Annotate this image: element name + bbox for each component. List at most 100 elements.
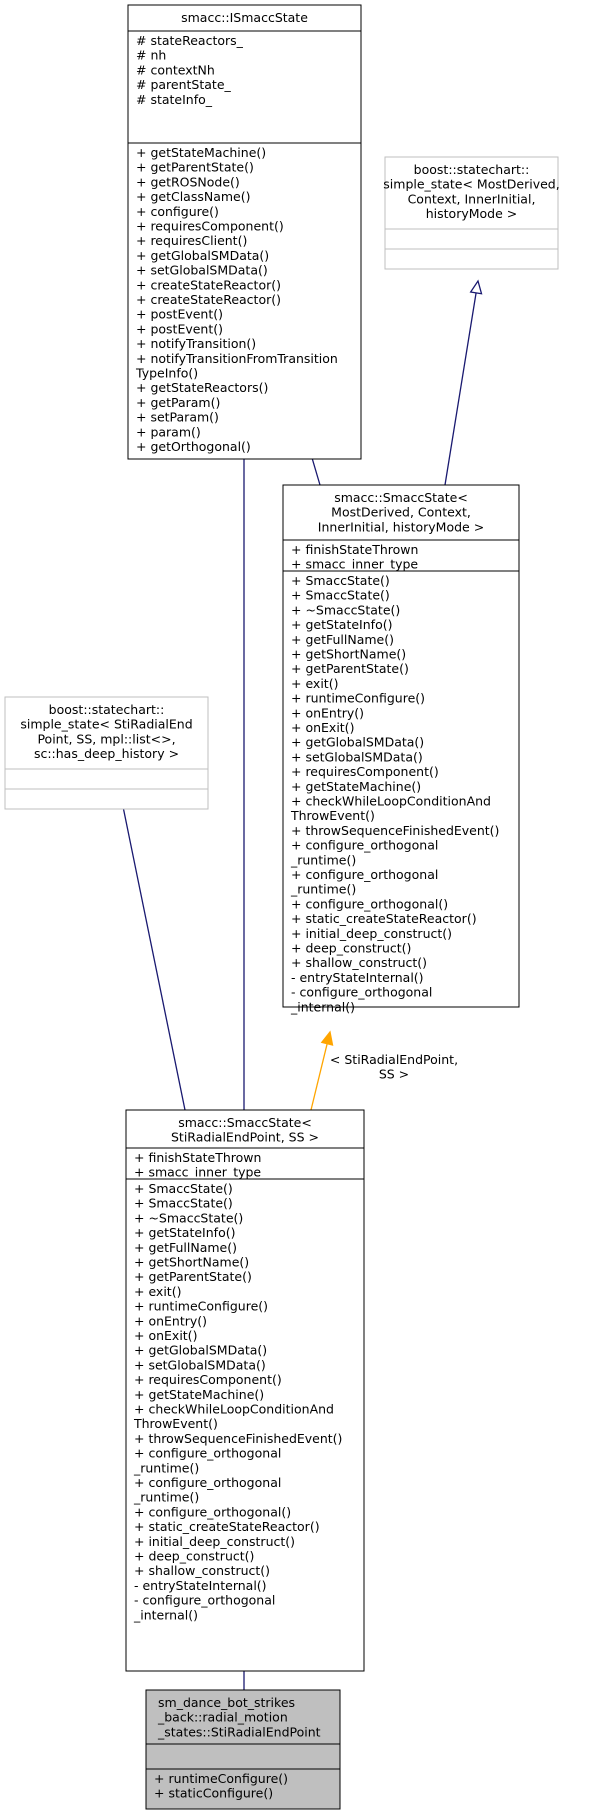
- class-method: + SmaccState(): [134, 1196, 233, 1211]
- class-method: + getOrthogonal(): [136, 439, 251, 454]
- class-method: + notifyTransitionFromTransition: [136, 351, 338, 366]
- class-method: + getStateReactors(): [136, 380, 268, 395]
- class-method: + getParentState(): [134, 1269, 252, 1284]
- class-title-line: Point, SS, mpl::list<>,: [37, 731, 175, 746]
- class-method: + createStateReactor(): [136, 277, 281, 292]
- class-title-line: sc::has_deep_history >: [34, 746, 179, 761]
- class-method: + configure_orthogonal: [134, 1446, 281, 1461]
- class-method: + param(): [136, 424, 201, 439]
- class-method: + notifyTransition(): [136, 336, 256, 351]
- class-title-line: InnerInitial, historyMode >: [318, 519, 484, 534]
- class-method: + requiresComponent(): [291, 764, 439, 779]
- template-argument-label: SS >: [379, 1067, 409, 1082]
- class-method: + getParentState(): [136, 160, 254, 175]
- class-method: + staticConfigure(): [154, 1786, 273, 1801]
- class-node-simple-state-generic[interactable]: boost::statechart::simple_state< MostDer…: [383, 156, 560, 270]
- class-attribute: # stateReactors_: [136, 33, 244, 48]
- class-method: + getStateInfo(): [291, 617, 392, 632]
- class-method: + postEvent(): [136, 307, 223, 322]
- class-box: [145, 1689, 341, 1810]
- class-method: + runtimeConfigure(): [154, 1771, 288, 1786]
- class-attribute: # parentState_: [136, 77, 232, 92]
- class-method: + deep_construct(): [291, 941, 411, 956]
- class-method: + runtimeConfigure(): [291, 691, 425, 706]
- class-method: + configure_orthogonal: [134, 1475, 281, 1490]
- class-method: + shallow_construct(): [291, 955, 427, 970]
- class-method: + getStateMachine(): [291, 779, 421, 794]
- class-title-line: boost::statechart::: [414, 162, 530, 177]
- class-nodes: smacc::ISmaccState# stateReactors_# nh# …: [4, 4, 560, 1810]
- class-method: + setGlobalSMData(): [136, 263, 268, 278]
- class-method: + exit(): [134, 1284, 181, 1299]
- class-title-line: simple_state< MostDerived,: [383, 177, 559, 192]
- class-method: + onEntry(): [134, 1313, 207, 1328]
- class-method: + requiresComponent(): [134, 1372, 282, 1387]
- class-method: + createStateReactor(): [136, 292, 281, 307]
- class-method: ThrowEvent(): [290, 808, 375, 823]
- class-method: + getParentState(): [291, 661, 409, 676]
- class-node-smacc-template[interactable]: smacc::SmaccState<MostDerived, Context,I…: [282, 484, 520, 1014]
- class-method: + getGlobalSMData(): [136, 248, 269, 263]
- class-attribute: # stateInfo_: [136, 92, 213, 107]
- class-title-line: simple_state< StiRadialEnd: [20, 717, 192, 732]
- class-node-ismacc[interactable]: smacc::ISmaccState# stateReactors_# nh# …: [127, 4, 362, 460]
- class-title-line: _back::radial_motion: [157, 1710, 288, 1725]
- class-method: _runtime(): [290, 882, 356, 897]
- class-attribute: + finishStateThrown: [134, 1150, 261, 1165]
- class-method: - configure_orthogonal: [134, 1593, 275, 1608]
- class-method: + SmaccState(): [291, 588, 390, 603]
- class-box: [4, 696, 209, 810]
- edge-sti-to-ismacc: [237, 432, 251, 1110]
- class-method: + configure_orthogonal(): [134, 1504, 291, 1519]
- class-method: + configure(): [136, 204, 219, 219]
- class-method: + checkWhileLoopConditionAnd: [134, 1402, 334, 1417]
- class-title-line: _states::StiRadialEndPoint: [157, 1724, 321, 1739]
- class-method: + deep_construct(): [134, 1549, 254, 1564]
- edge-template-to-simple-state: [444, 279, 483, 486]
- class-title-line: sm_dance_bot_strikes: [158, 1695, 295, 1710]
- class-method: + onExit(): [134, 1328, 197, 1343]
- arrowhead: [320, 1030, 334, 1046]
- class-box: [384, 156, 559, 270]
- class-method: + static_createStateReactor(): [291, 911, 477, 926]
- class-method: + getFullName(): [291, 632, 394, 647]
- class-method: - entryStateInternal(): [134, 1578, 267, 1593]
- class-method: + configure_orthogonal: [291, 838, 438, 853]
- class-node-simple-state-sti[interactable]: boost::statechart::simple_state< StiRadi…: [4, 696, 209, 810]
- class-method: - entryStateInternal(): [291, 970, 424, 985]
- class-method: + setParam(): [136, 410, 219, 425]
- class-attribute: # contextNh: [136, 62, 215, 77]
- class-method: + SmaccState(): [291, 573, 390, 588]
- template-argument-label: < StiRadialEndPoint,: [330, 1052, 458, 1067]
- class-title-line: MostDerived, Context,: [331, 505, 471, 520]
- class-node-sti-radial[interactable]: sm_dance_bot_strikes_back::radial_motion…: [145, 1689, 341, 1810]
- class-method: + initial_deep_construct(): [291, 926, 452, 941]
- class-method: + requiresClient(): [136, 233, 247, 248]
- class-title-line: historyMode >: [426, 206, 518, 221]
- class-method: _internal(): [133, 1607, 198, 1622]
- class-box: [282, 484, 520, 1008]
- class-title-line: Context, InnerInitial,: [408, 191, 536, 206]
- class-method: _runtime(): [133, 1490, 199, 1505]
- class-method: + getGlobalSMData(): [291, 735, 424, 750]
- class-attribute: + smacc_inner_type: [134, 1165, 261, 1180]
- class-title-line: smacc::SmaccState<: [334, 490, 468, 505]
- class-method: - configure_orthogonal: [291, 985, 432, 1000]
- class-attribute: + finishStateThrown: [291, 542, 418, 557]
- class-method: + exit(): [291, 676, 338, 691]
- class-method: + getClassName(): [136, 189, 251, 204]
- class-method: + getGlobalSMData(): [134, 1343, 267, 1358]
- edge-sti-to-simple-state-sti: [115, 785, 186, 1111]
- class-method: + getStateMachine(): [136, 145, 266, 160]
- class-node-smacc-sti[interactable]: smacc::SmaccState<StiRadialEndPoint, SS …: [125, 1109, 365, 1672]
- class-method: + getROSNode(): [136, 174, 240, 189]
- class-method: + configure_orthogonal(): [291, 896, 448, 911]
- edge-sti-to-template: [310, 1030, 334, 1111]
- class-method: _internal(): [290, 999, 355, 1014]
- class-method: + onEntry(): [291, 705, 364, 720]
- class-method: _runtime(): [133, 1460, 199, 1475]
- class-method: + initial_deep_construct(): [134, 1534, 295, 1549]
- class-method: + setGlobalSMData(): [134, 1357, 266, 1372]
- class-method: + throwSequenceFinishedEvent(): [291, 823, 499, 838]
